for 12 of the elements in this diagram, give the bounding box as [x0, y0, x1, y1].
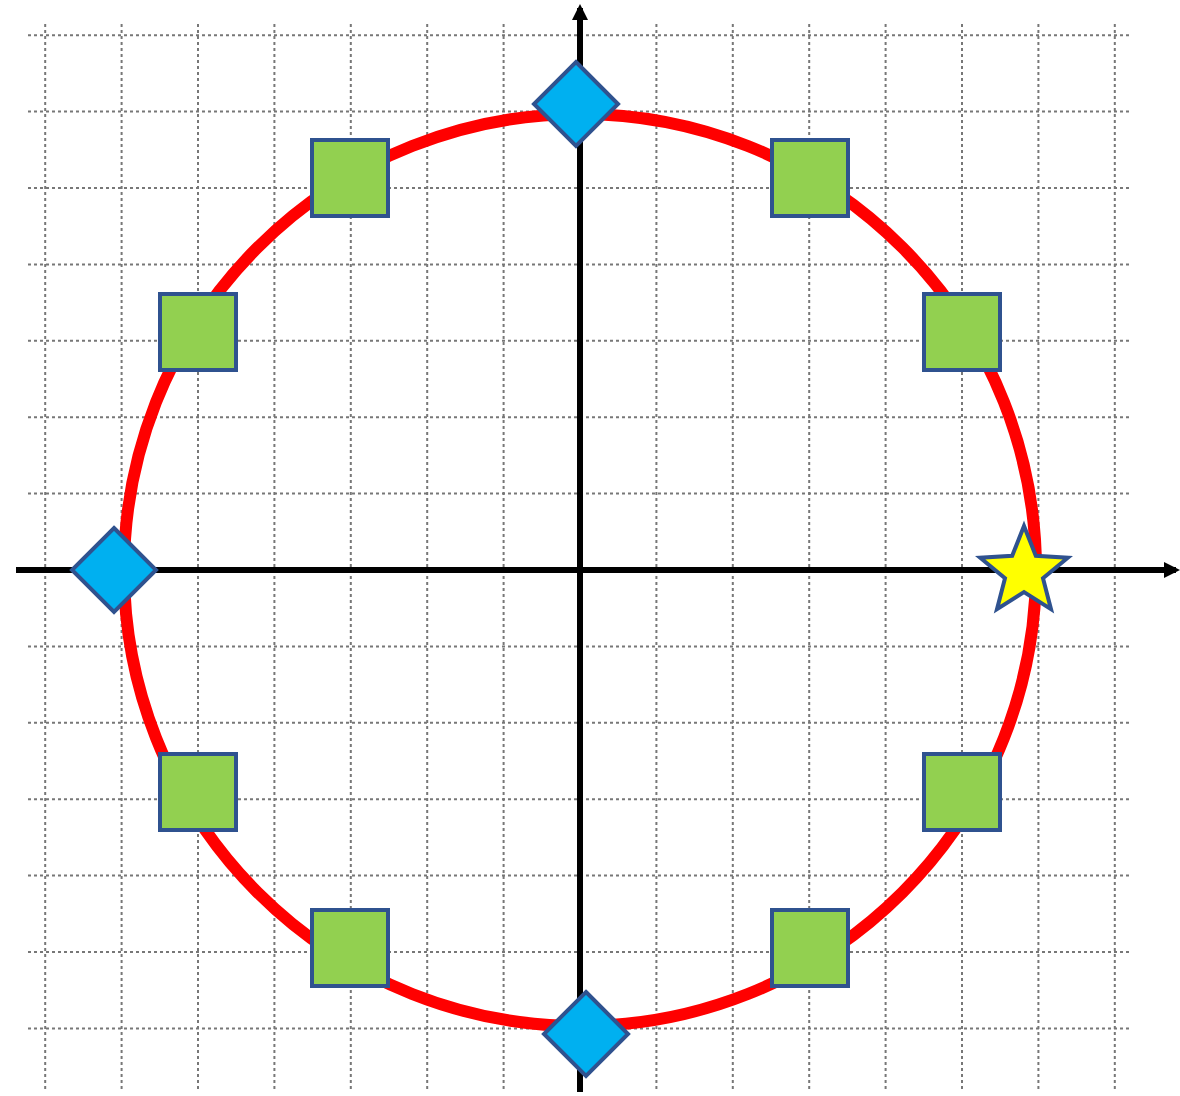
square — [770, 908, 850, 988]
diamond — [532, 60, 620, 148]
square — [310, 138, 390, 218]
square — [158, 752, 238, 832]
square — [310, 908, 390, 988]
star — [976, 522, 1072, 618]
square — [770, 138, 850, 218]
square — [922, 292, 1002, 372]
square — [158, 292, 238, 372]
square — [922, 752, 1002, 832]
diamond — [542, 990, 630, 1078]
diamond — [70, 526, 158, 614]
